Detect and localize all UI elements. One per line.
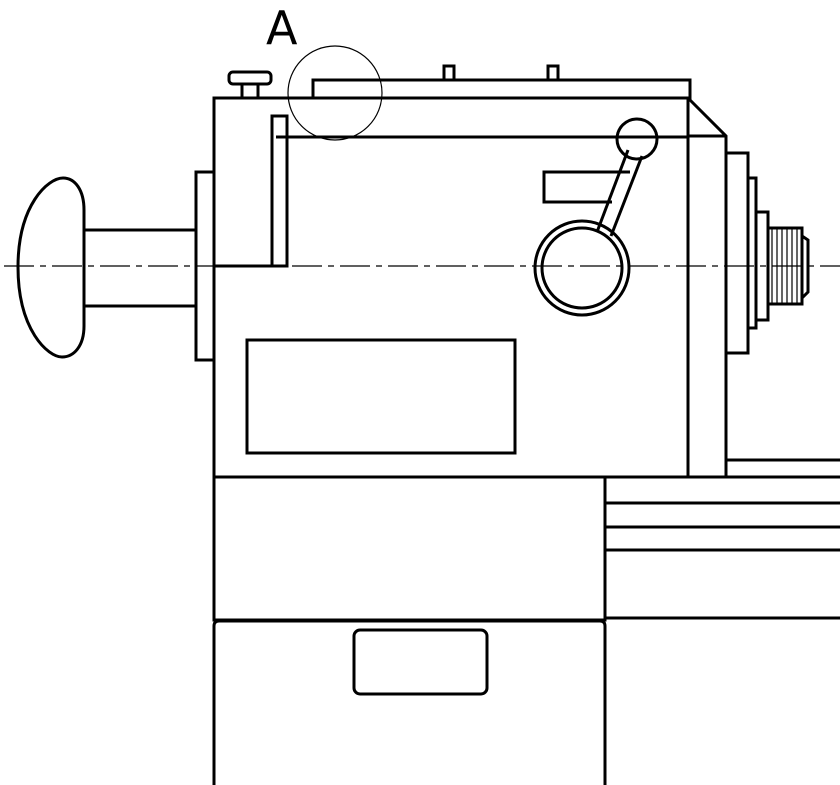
nameplate bbox=[245, 338, 517, 455]
top-cover-plate bbox=[311, 64, 692, 100]
lever-stop-block bbox=[542, 170, 630, 204]
base-cabinet bbox=[212, 619, 607, 785]
top-knob bbox=[227, 70, 273, 100]
gear-lever bbox=[533, 117, 659, 317]
handwheel bbox=[16, 176, 196, 359]
detail-label: A bbox=[266, 1, 298, 55]
detail-circle bbox=[287, 45, 383, 141]
bed-ways bbox=[605, 458, 840, 620]
cabinet-handle bbox=[352, 628, 489, 696]
spindle-nose bbox=[724, 151, 810, 355]
